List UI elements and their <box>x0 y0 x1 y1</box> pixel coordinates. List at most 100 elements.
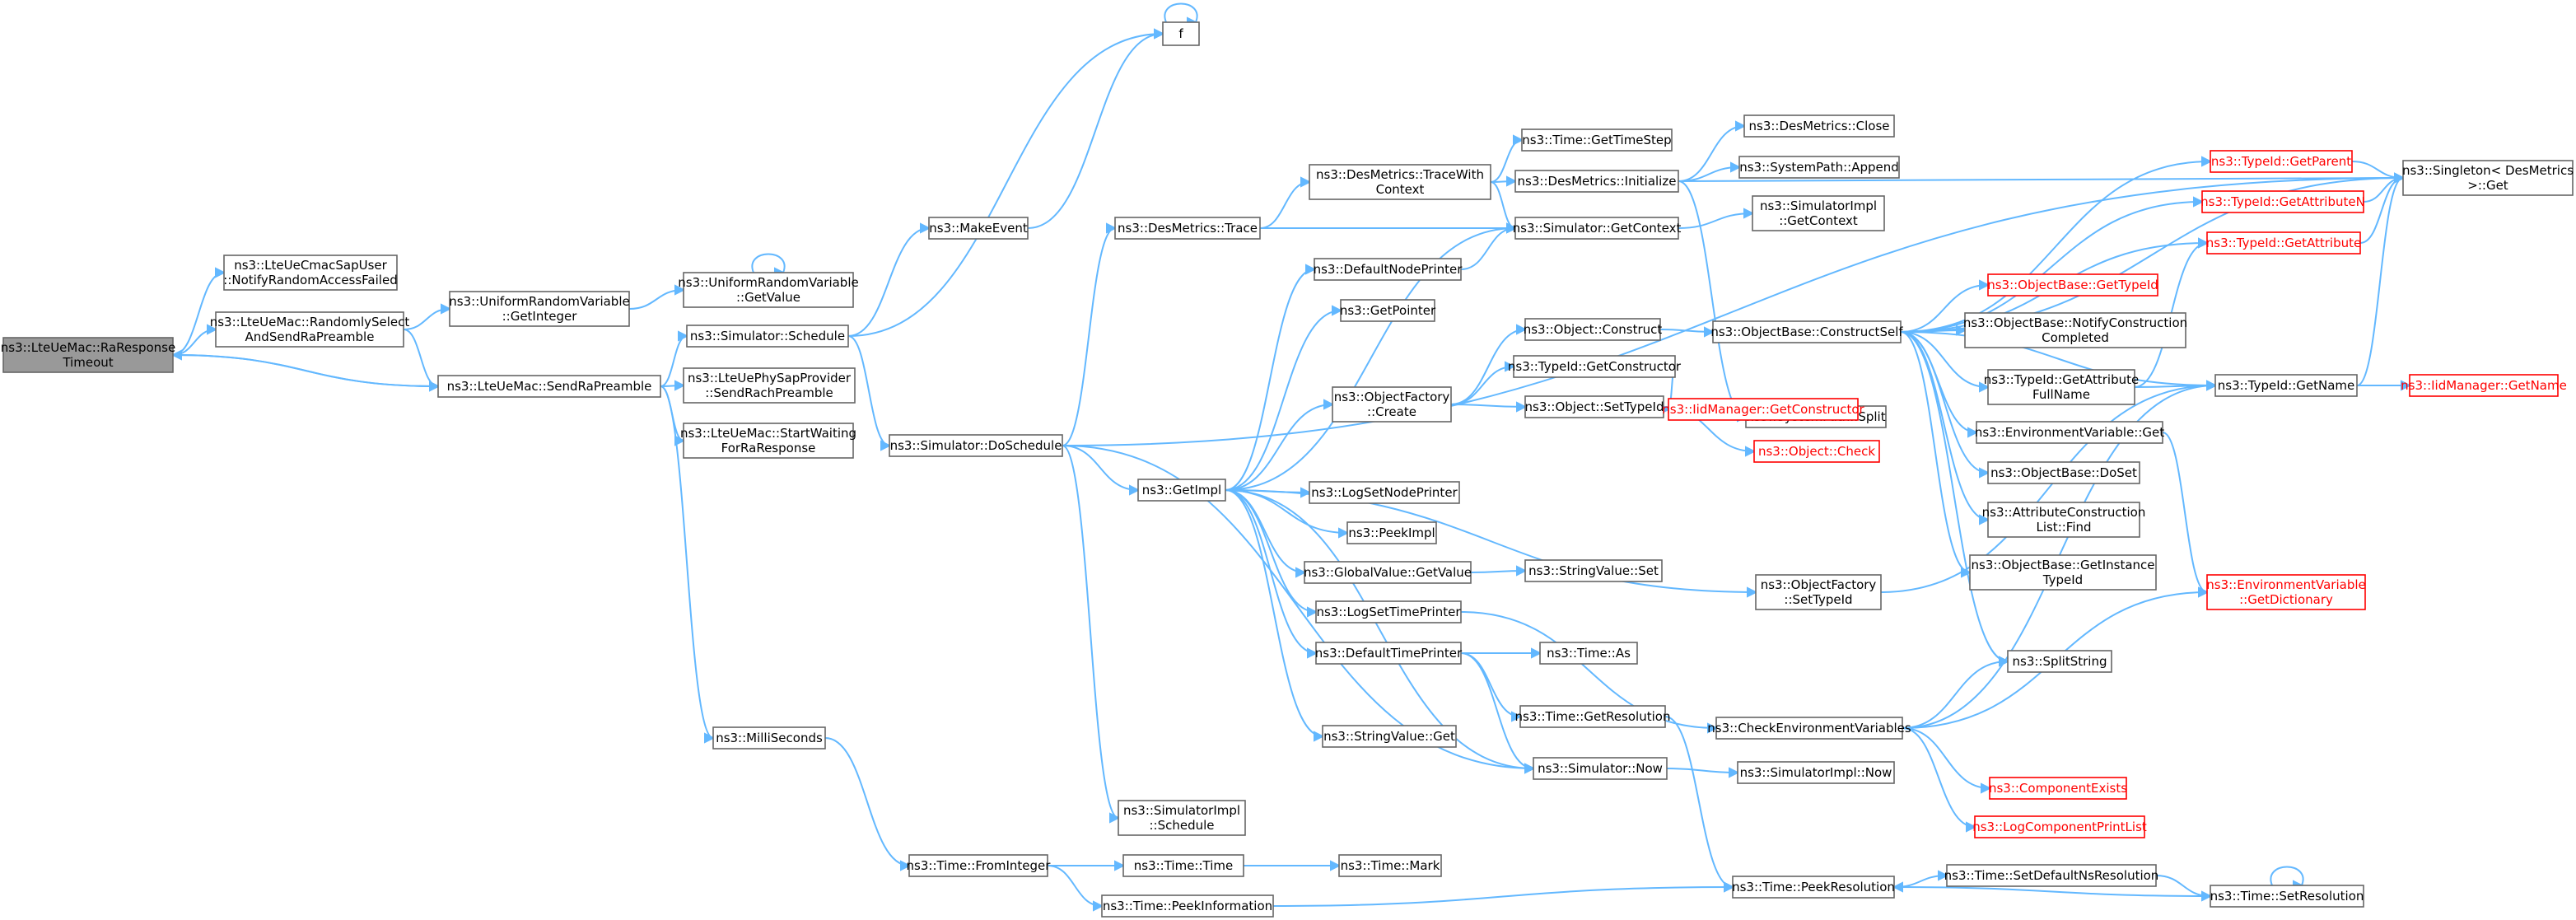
node-compexists[interactable]: ns3::ComponentExists <box>1989 777 2127 800</box>
node-tidgetname[interactable]: ns3::TypeId::GetName <box>2214 374 2358 397</box>
node-timemark[interactable]: ns3::Time::Mark <box>1338 854 1442 877</box>
node-setres[interactable]: ns3::Time::SetResolution <box>2210 885 2364 908</box>
node-deftime[interactable]: ns3::DefaultTimePrinter <box>1315 642 1463 665</box>
node-peekres[interactable]: ns3::Time::PeekResolution <box>1732 876 1895 899</box>
node-box <box>2201 190 2364 213</box>
call-edge-arrowhead <box>1979 381 1990 393</box>
node-box <box>1122 854 1244 877</box>
node-notify[interactable]: ns3::LteUeCmacSapUser::NotifyRandomAcces… <box>223 255 398 291</box>
node-objcheck[interactable]: ns3::Object::Check <box>1753 440 1880 463</box>
node-simimplnow[interactable]: ns3::SimulatorImpl::Now <box>1737 761 1895 784</box>
node-getpointer[interactable]: ns3::GetPointer <box>1340 299 1436 322</box>
node-timetime[interactable]: ns3::Time::Time <box>1122 854 1244 877</box>
node-label: ns3::LteUeMac::SendRaPreamble <box>447 379 652 394</box>
call-edge-tidgetname-to-singleton <box>2356 177 2404 386</box>
node-box <box>1162 21 1200 46</box>
node-box <box>1712 320 1902 343</box>
node-defnodeprinter[interactable]: ns3::DefaultNodePrinter <box>1314 258 1463 281</box>
call-edge-objbaseconstruct-to-objbasegettid <box>1900 284 1989 333</box>
node-box <box>1533 757 1668 780</box>
call-edge-arrowhead <box>1300 176 1312 188</box>
node-globalget[interactable]: ns3::GlobalValue::GetValue <box>1304 561 1472 584</box>
node-getimpl[interactable]: ns3::GetImpl <box>1137 479 1226 502</box>
node-simnow[interactable]: ns3::Simulator::Now <box>1533 757 1668 780</box>
node-setdefres[interactable]: ns3::Time::SetDefaultNsResolution <box>1944 864 2159 887</box>
node-objbasenotify[interactable]: ns3::ObjectBase::NotifyConstructionCompl… <box>1963 312 2187 348</box>
node-peekinfo[interactable]: ns3::Time::PeekInformation <box>1101 894 1274 918</box>
node-label: ns3::Object::SetTypeId <box>1525 399 1664 414</box>
node-objbasegettid[interactable]: ns3::ObjectBase::GetTypeId <box>1987 273 2158 297</box>
node-label: TypeId <box>2042 572 2083 587</box>
node-gettimestep[interactable]: ns3::Time::GetTimeStep <box>1521 128 1673 152</box>
node-sendrach[interactable]: ns3::LteUePhySapProvider::SendRachPreamb… <box>683 367 856 404</box>
node-objsettid[interactable]: ns3::Object::SetTypeId <box>1524 395 1664 418</box>
node-simimplsched[interactable]: ns3::SimulatorImpl::Schedule <box>1118 800 1246 836</box>
node-f[interactable]: f <box>1162 21 1200 46</box>
node-objconstruct[interactable]: ns3::Object::Construct <box>1524 318 1663 341</box>
node-logtime[interactable]: ns3::LogSetTimePrinter <box>1315 600 1462 623</box>
node-peekimpl[interactable]: ns3::PeekImpl <box>1346 521 1437 544</box>
call-edge-arrowhead <box>674 380 686 391</box>
node-makeevent[interactable]: ns3::MakeEvent <box>928 217 1029 240</box>
node-label: ns3::ObjectFactory <box>1761 577 1877 592</box>
call-edge-getimpl-to-globalget <box>1225 489 1305 573</box>
node-tidgetattr[interactable]: ns3::TypeId::GetAttribute <box>2206 231 2361 255</box>
call-edge-arrowhead <box>1979 279 1990 291</box>
call-edge-arrowhead <box>900 860 912 871</box>
node-getval[interactable]: ns3::UniformRandomVariable::GetValue <box>678 272 859 308</box>
node-timeas[interactable]: ns3::Time::As <box>1539 642 1638 665</box>
call-edge-arrowhead <box>1314 731 1325 742</box>
node-label: ns3::ObjectBase::NotifyConstruction <box>1963 315 2187 330</box>
node-tidgetctor[interactable]: ns3::TypeId::GetConstructor <box>1508 355 1682 378</box>
node-box <box>683 423 854 459</box>
call-edge-arrowhead <box>1966 821 1977 833</box>
node-objfactcreate[interactable]: ns3::ObjectFactory::Create <box>1332 386 1452 423</box>
node-tidgetparent[interactable]: ns3::TypeId::GetParent <box>2210 150 2353 173</box>
node-label: ns3::Time::SetResolution <box>2210 889 2364 904</box>
node-objbaseconstruct[interactable]: ns3::ObjectBase::ConstructSelf <box>1710 320 1903 343</box>
node-box <box>223 255 398 291</box>
call-edge-tidgetattr-to-singleton <box>2359 177 2404 244</box>
node-schedule[interactable]: ns3::Simulator::Schedule <box>686 325 849 348</box>
call-edge-arrowhead <box>1524 763 1536 774</box>
node-sendra[interactable]: ns3::LteUeMac::SendRaPreamble <box>437 375 661 398</box>
node-splitstring[interactable]: ns3::SplitString <box>2007 650 2112 673</box>
node-envgetdict[interactable]: ns3::EnvironmentVariable::GetDictionary <box>2206 574 2366 610</box>
node-lognode[interactable]: ns3::LogSetNodePrinter <box>1309 481 1460 504</box>
node-singleton[interactable]: ns3::Singleton< DesMetrics>::Get <box>2402 160 2574 196</box>
node-getctx[interactable]: ns3::Simulator::GetContext <box>1513 217 1682 240</box>
node-logcomplist[interactable]: ns3::LogComponentPrintList <box>1972 815 2147 838</box>
call-edge-peekinfo-to-peekres <box>1272 886 1734 907</box>
node-objfactsettid[interactable]: ns3::ObjectFactory::SetTypeId <box>1755 574 1882 610</box>
node-milli[interactable]: ns3::MilliSeconds <box>712 726 826 750</box>
node-simimplctx[interactable]: ns3::SimulatorImpl::GetContext <box>1752 195 1885 231</box>
node-envget[interactable]: ns3::EnvironmentVariable::Get <box>1975 421 2164 444</box>
node-getint[interactable]: ns3::UniformRandomVariable::GetInteger <box>449 291 630 327</box>
node-tidgetattrn[interactable]: ns3::TypeId::GetAttributeN <box>2200 190 2365 213</box>
node-label: ns3::SimulatorImpl <box>1123 803 1240 818</box>
node-fromint[interactable]: ns3::Time::FromInteger <box>907 854 1052 877</box>
node-iidgetname[interactable]: ns3::IidManager::GetName <box>2401 374 2567 397</box>
node-strget[interactable]: ns3::StringValue::Get <box>1322 725 1457 748</box>
node-checkenv[interactable]: ns3::CheckEnvironmentVariables <box>1707 717 1911 740</box>
node-sysappend[interactable]: ns3::SystemPath::Append <box>1738 156 1900 179</box>
node-dosched[interactable]: ns3::Simulator::DoSchedule <box>889 434 1063 457</box>
node-objbasedoset[interactable]: ns3::ObjectBase::DoSet <box>1987 461 2140 484</box>
node-getres[interactable]: ns3::Time::GetResolution <box>1515 705 1671 728</box>
node-strset[interactable]: ns3::StringValue::Set <box>1524 559 1663 582</box>
node-box <box>1322 725 1457 748</box>
node-desinit[interactable]: ns3::DesMetrics::Initialize <box>1514 170 1679 193</box>
node-iidgetctor[interactable]: ns3::IidManager::GetConstructor <box>1662 398 1865 421</box>
node-randsel[interactable]: ns3::LteUeMac::RandomlySelectAndSendRaPr… <box>210 311 410 348</box>
call-edge-arrowhead <box>2193 196 2205 208</box>
node-desmtrace[interactable]: ns3::DesMetrics::Trace <box>1114 217 1261 240</box>
node-label: ns3::TypeId::GetAttribute <box>1984 372 2139 387</box>
node-desclose[interactable]: ns3::DesMetrics::Close <box>1743 114 1895 138</box>
node-box <box>1987 461 2140 484</box>
